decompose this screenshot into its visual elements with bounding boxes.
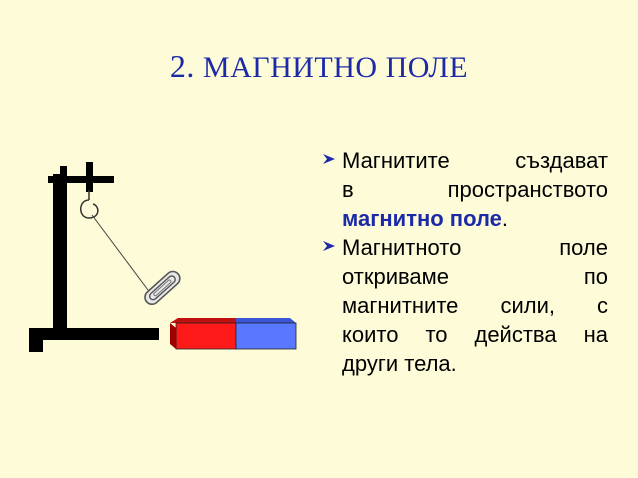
text-line: Магнитното поле [342, 233, 608, 262]
magnet-north-pole [175, 322, 237, 350]
slide-title: 2. МАГНИТНО ПОЛЕ [0, 48, 638, 85]
word: пространството [447, 177, 608, 202]
stand-clamp [86, 162, 93, 192]
stand-base [29, 328, 159, 340]
paperclip-icon [144, 270, 181, 306]
text-line: в пространството [342, 175, 608, 204]
text-line: магнитно поле. [342, 204, 608, 233]
text-line: които то действа на [342, 320, 608, 349]
stand-foot [29, 328, 43, 352]
bullet-item-1: Магнитите създават в пространството магн… [322, 146, 608, 233]
magnet-south-top [236, 318, 296, 323]
word: създават [515, 148, 608, 173]
hook-icon [80, 190, 99, 219]
magnet-north-side [170, 323, 176, 349]
title-number: 2. [169, 48, 195, 84]
word: с [597, 293, 608, 318]
text-line: други тела. [342, 349, 608, 378]
word: Магнитите [342, 148, 450, 173]
word: откриваме [342, 264, 450, 289]
magnet-south-pole [235, 322, 297, 350]
stand-arm [48, 176, 114, 183]
stand-pole [53, 174, 67, 334]
magnet-north-top [170, 318, 236, 323]
lab-stand [29, 162, 159, 352]
word: други тела. [342, 351, 457, 376]
stand-top [60, 166, 67, 180]
text-line: магнитните сили, с [342, 291, 608, 320]
thread [91, 214, 149, 291]
word: които [342, 322, 399, 347]
word: Магнитното [342, 235, 462, 260]
word: поле [559, 235, 608, 260]
word: то [425, 322, 448, 347]
bullet-list: Магнитите създават в пространството магн… [322, 146, 608, 378]
word: по [583, 264, 608, 289]
title-text: МАГНИТНО ПОЛЕ [202, 51, 469, 84]
word: действа [474, 322, 557, 347]
text-line: Магнитите създават [342, 146, 608, 175]
arrowhead-bullet-icon [323, 241, 335, 251]
word: магнитните [342, 293, 459, 318]
punctuation: . [501, 206, 509, 231]
highlighted-term: магнитно поле [342, 206, 502, 231]
word: на [583, 322, 608, 347]
bullet-item-2: Магнитното поле откриваме по магнитните … [322, 233, 608, 378]
arrowhead-bullet-icon [323, 154, 335, 164]
word: в [342, 177, 354, 202]
bar-magnet [170, 318, 297, 350]
text-line: откриваме по [342, 262, 608, 291]
word: сили, [500, 293, 555, 318]
